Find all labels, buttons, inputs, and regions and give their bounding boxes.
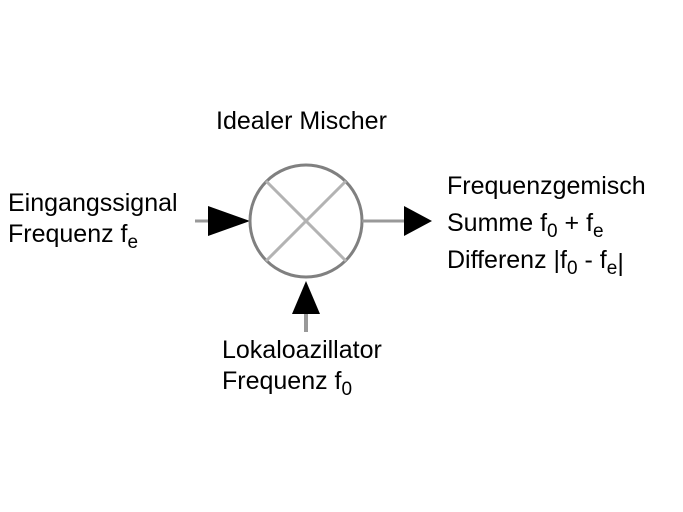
output-label-line1: Frequenzgemisch xyxy=(447,172,646,200)
output-arrow-right-icon xyxy=(362,206,432,236)
output-difference-subscript-1: 0 xyxy=(566,258,578,279)
oscillator-frequency-subscript: 0 xyxy=(341,379,353,400)
input-label-line2: Frequenz fe xyxy=(8,220,138,253)
output-difference-operator: - f xyxy=(577,246,607,274)
oscillator-arrow-up-icon xyxy=(292,281,320,332)
input-frequency-text: Frequenz f xyxy=(8,220,128,248)
output-label-difference-line: Differenz |f0 - fe| xyxy=(447,246,624,279)
output-sum-operator: + f xyxy=(557,209,594,237)
output-sum-text: Summe f xyxy=(447,209,548,237)
output-sum-subscript-1: 0 xyxy=(547,221,558,242)
oscillator-frequency-text: Frequenz f xyxy=(222,367,342,395)
diagram-title: Idealer Mischer xyxy=(216,107,387,135)
input-frequency-subscript: e xyxy=(127,232,139,253)
mixer-multiply-icon xyxy=(264,179,348,263)
output-label-sum-line: Summe f0 + fe xyxy=(447,209,604,242)
output-sum-subscript-2: e xyxy=(593,221,604,242)
output-difference-abs-bar: | xyxy=(617,249,624,277)
output-difference-subscript-2: e xyxy=(606,258,618,279)
oscillator-label-line2: Frequenz f0 xyxy=(222,367,352,400)
output-difference-text: Differenz |f xyxy=(447,246,567,274)
oscillator-label-line1: Lokaloazillator xyxy=(222,336,382,364)
input-arrow-right-icon xyxy=(195,206,250,236)
input-label-line1: Eingangssignal xyxy=(8,189,178,217)
